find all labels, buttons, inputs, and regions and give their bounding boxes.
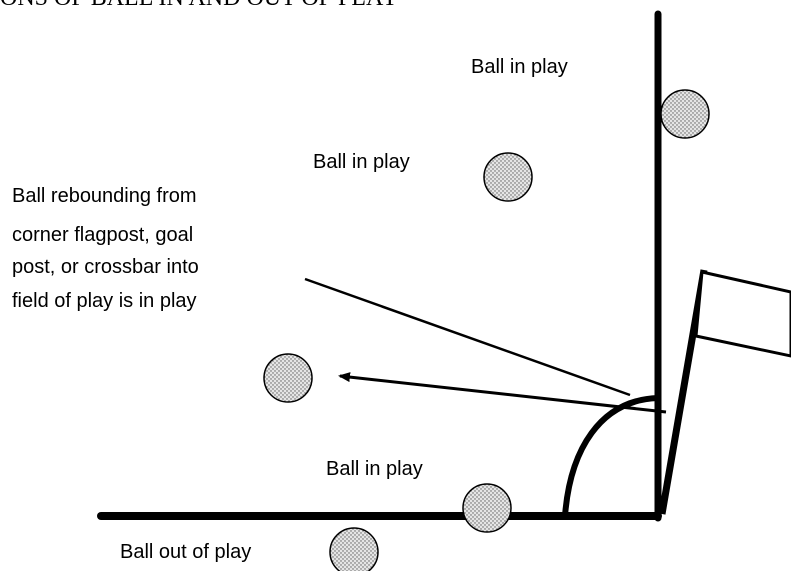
label-rebound-line-3: post, or crossbar into bbox=[12, 256, 199, 278]
corner-flag bbox=[694, 270, 791, 358]
label-ball-in-play-middle: Ball in play bbox=[313, 151, 410, 173]
ball-in-field-upper bbox=[483, 152, 533, 202]
rebound-pointer-line bbox=[304, 277, 631, 397]
ball-rebounded bbox=[263, 353, 313, 403]
label-rebound-line-4: field of play is in play bbox=[12, 290, 197, 312]
label-ball-in-play-bottom: Ball in play bbox=[326, 458, 423, 480]
label-rebound-line-2: corner flagpost, goal bbox=[12, 224, 193, 246]
label-rebound-line-1: Ball rebounding from bbox=[12, 185, 197, 207]
diagram-title: ONS OF BALL IN AND OUT OF PLAY bbox=[0, 0, 399, 11]
label-ball-in-play-top: Ball in play bbox=[471, 56, 568, 78]
corner-arc bbox=[562, 395, 659, 517]
label-ball-out-of-play: Ball out of play bbox=[120, 541, 251, 563]
rebound-arrow bbox=[338, 372, 667, 414]
ball-on-goal-line bbox=[660, 89, 710, 139]
ball-out-of-play bbox=[329, 527, 379, 571]
ball-on-touch-line bbox=[462, 483, 512, 533]
